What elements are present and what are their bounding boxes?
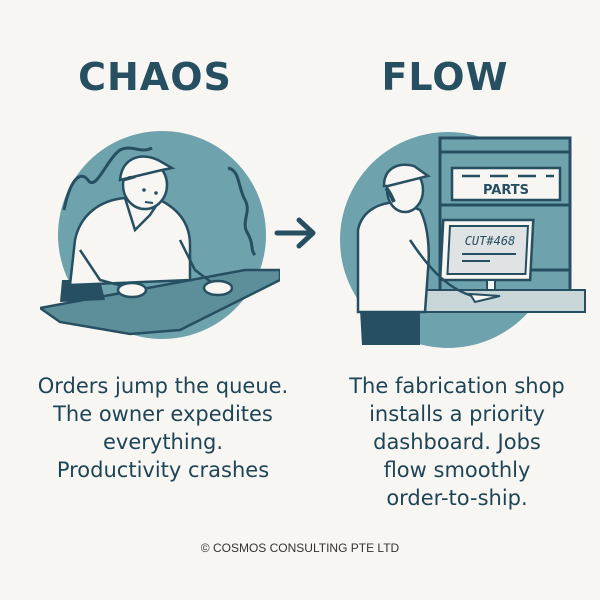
chaos-description-line: everything. — [102, 430, 224, 454]
flow-description-line: The fabrication shop — [349, 374, 565, 398]
chaos-description-line: Productivity crashes — [56, 458, 270, 482]
chaos-illustration — [40, 131, 280, 339]
flow-description-line: flow smoothly — [383, 458, 531, 482]
flow-description-line: order-to-ship. — [386, 486, 528, 510]
screen-label: CUT#468 — [465, 234, 516, 248]
stress-squiggle-icon — [62, 146, 153, 211]
stress-squiggle-icon — [227, 166, 257, 257]
flow-description-line: installs a priority — [369, 402, 545, 426]
chaos-description-line: The owner expedites — [53, 402, 273, 426]
copyright-footer: © COSMOS CONSULTING PTE LTD — [200, 541, 400, 555]
chaos-title: CHAOS — [78, 55, 232, 99]
flow-illustration: PARTS CUT#468 — [340, 132, 586, 348]
flow-title: FLOW — [381, 55, 509, 99]
arrow-right-icon — [274, 217, 316, 249]
flow-description-line: dashboard. Jobs — [373, 430, 541, 454]
chaos-description: Orders jump the queue. The owner expedit… — [28, 372, 298, 484]
shelf-label: PARTS — [483, 183, 529, 198]
flow-description: The fabrication shop installs a priority… — [322, 372, 592, 512]
chaos-description-line: Orders jump the queue. — [37, 374, 289, 398]
